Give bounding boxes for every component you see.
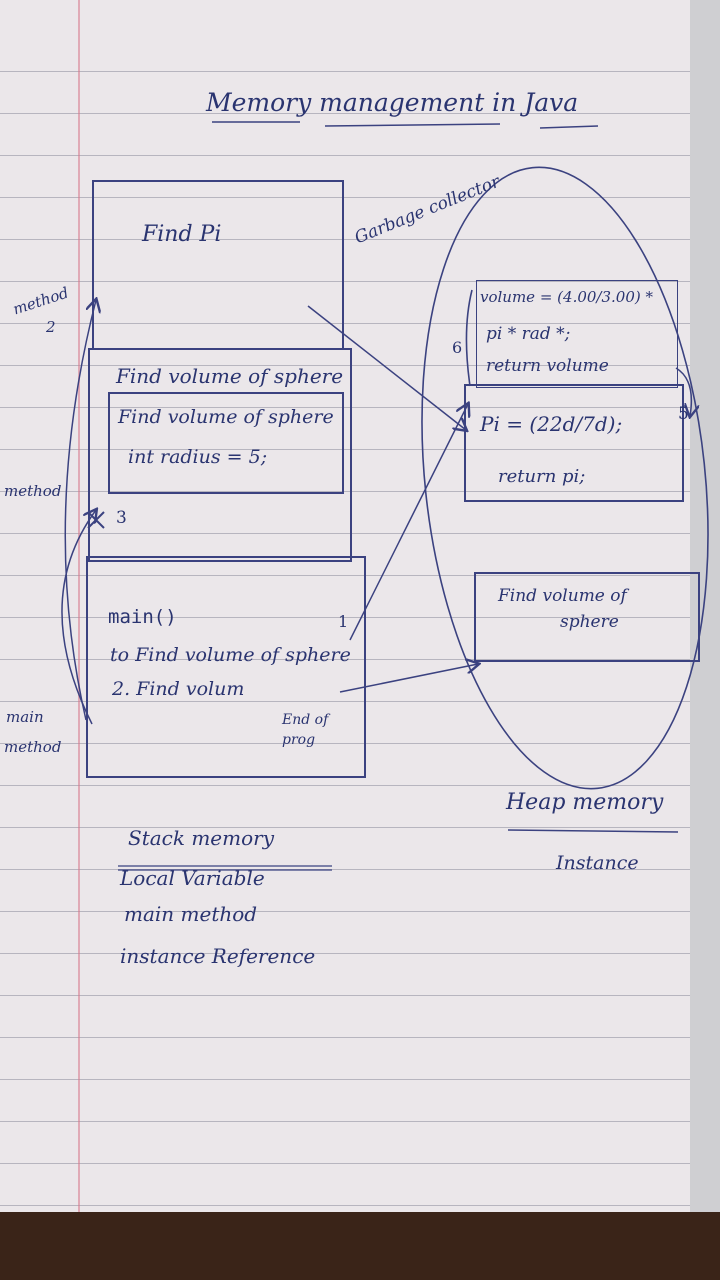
heap-box-volume-line2: pi * rad *;: [486, 324, 571, 344]
arrow-main-to-heap: [349, 404, 468, 641]
notes-line-1: Stack memory: [128, 826, 275, 850]
notes-underline: [118, 865, 332, 871]
box1-brace: [465, 289, 473, 387]
heap-box-volume: [476, 280, 678, 388]
notebook-page: [0, 0, 704, 1212]
heap-box-pi-num: 5: [678, 404, 689, 424]
label-main-method-1: main: [6, 708, 44, 726]
heap-box-sphere-line2: sphere: [560, 612, 619, 632]
arrow-method2: [64, 300, 96, 721]
label-method-2-num: 2: [46, 318, 56, 336]
stack-frame-radius: [108, 392, 344, 494]
heap-box-volume-line1: volume = (4.00/3.00) *: [480, 288, 653, 306]
stack-frame-main: [86, 556, 366, 778]
notebook-spine: [690, 0, 720, 1212]
heap-memory-underline: [507, 829, 679, 833]
stack-frame-radius-line2: int radius = 5;: [128, 446, 268, 468]
stack-frame-find-pi: [92, 180, 344, 350]
stack-frame-find-volume: [88, 348, 352, 562]
notes-line-4: instance Reference: [120, 944, 316, 968]
heap-memory-label: Heap memory: [506, 790, 664, 815]
heap-box-volume-num: 6: [452, 338, 463, 357]
notes-line-2: Local Variable: [120, 866, 265, 890]
arrow-findvolum-to-heap: [339, 664, 478, 693]
label-main-method-2: method: [4, 738, 62, 756]
cross-mark: [87, 511, 105, 529]
stack-frame-find-pi-text: Find Pi: [142, 222, 222, 247]
heap-box-pi-line1: Pi = (22d/7d);: [480, 412, 623, 436]
instance-label: Instance: [556, 852, 639, 874]
heap-box-sphere: [474, 572, 700, 662]
arrow-findpi-to-heap: [307, 305, 466, 430]
stack-main-line1: main(): [108, 606, 177, 628]
stack-end-of-prog: End of prog: [282, 712, 329, 748]
stack-frame-radius-line1: Find volume of sphere: [118, 406, 334, 428]
stack-frame-find-volume-text: Find volume of sphere: [116, 364, 344, 388]
stack-main-line2: to Find volume of sphere: [110, 644, 351, 666]
heap-box-volume-line3: return volume: [486, 356, 609, 376]
table-surface: [0, 1212, 720, 1280]
heap-box-sphere-line1: Find volume of: [498, 586, 627, 606]
heap-ellipse: [421, 166, 709, 790]
label-num-3: 3: [116, 508, 127, 528]
title-underline: [212, 121, 599, 129]
page-title: Memory management in Java: [206, 88, 579, 117]
arrow-method3: [61, 510, 96, 725]
notes-line-3: main method: [124, 902, 258, 926]
label-method-3: method: [4, 482, 62, 500]
arrow-return-volume: [675, 367, 691, 416]
arrow-label-1: 1: [338, 612, 349, 631]
stack-main-line3: 2. Find volum: [112, 678, 245, 700]
heap-box-pi-line2: return pi;: [498, 466, 586, 487]
heap-box-pi: [464, 384, 684, 502]
